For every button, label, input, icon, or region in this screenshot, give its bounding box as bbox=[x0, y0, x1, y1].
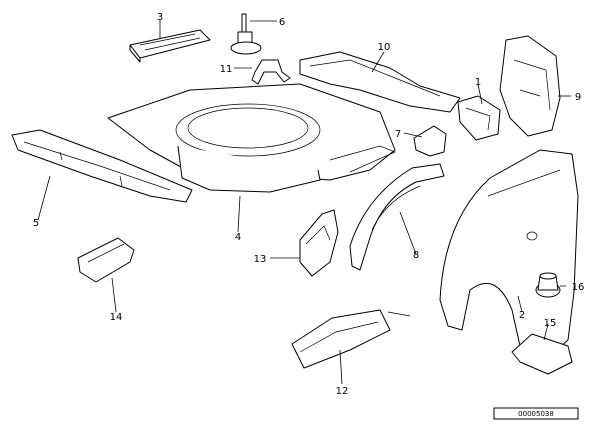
callout-13: 13 bbox=[254, 254, 267, 265]
part-16-grommet bbox=[535, 272, 561, 298]
part-9-panel bbox=[499, 35, 561, 137]
callout-6: 6 bbox=[279, 17, 285, 28]
callout-5: 5 bbox=[33, 218, 39, 229]
part-4-floor bbox=[107, 83, 396, 193]
callout-15: 15 bbox=[544, 318, 557, 329]
part-14-bracket bbox=[77, 237, 135, 283]
part-6-bolt bbox=[230, 13, 262, 55]
part-8-wheel-arch bbox=[349, 163, 445, 271]
callout-12: 12 bbox=[336, 386, 349, 397]
part-13-bracket bbox=[299, 209, 339, 277]
callout-3: 3 bbox=[157, 12, 163, 23]
callout-7: 7 bbox=[395, 129, 401, 140]
part-3-plate bbox=[129, 29, 211, 63]
part-1-bracket bbox=[457, 95, 501, 141]
part-2-wheel-arch bbox=[439, 149, 579, 357]
leader-lines bbox=[37, 20, 571, 385]
callout-8: 8 bbox=[413, 250, 419, 261]
part-11-bracket bbox=[251, 59, 291, 85]
reference-frame bbox=[493, 407, 579, 420]
reference-number: 00005038 bbox=[518, 410, 554, 418]
part-7-clip bbox=[413, 125, 447, 157]
callout-1: 1 bbox=[475, 77, 481, 88]
part-12-trough bbox=[291, 309, 411, 369]
callout-11: 11 bbox=[220, 64, 233, 75]
callout-14: 14 bbox=[110, 312, 123, 323]
part-5-member bbox=[11, 129, 193, 203]
callout-4: 4 bbox=[235, 232, 241, 243]
callout-9: 9 bbox=[575, 92, 581, 103]
callout-16: 16 bbox=[572, 282, 585, 293]
callout-2: 2 bbox=[519, 310, 525, 321]
part-10-rail bbox=[299, 51, 461, 113]
part-15-bracket bbox=[511, 333, 573, 375]
callout-10: 10 bbox=[378, 42, 391, 53]
